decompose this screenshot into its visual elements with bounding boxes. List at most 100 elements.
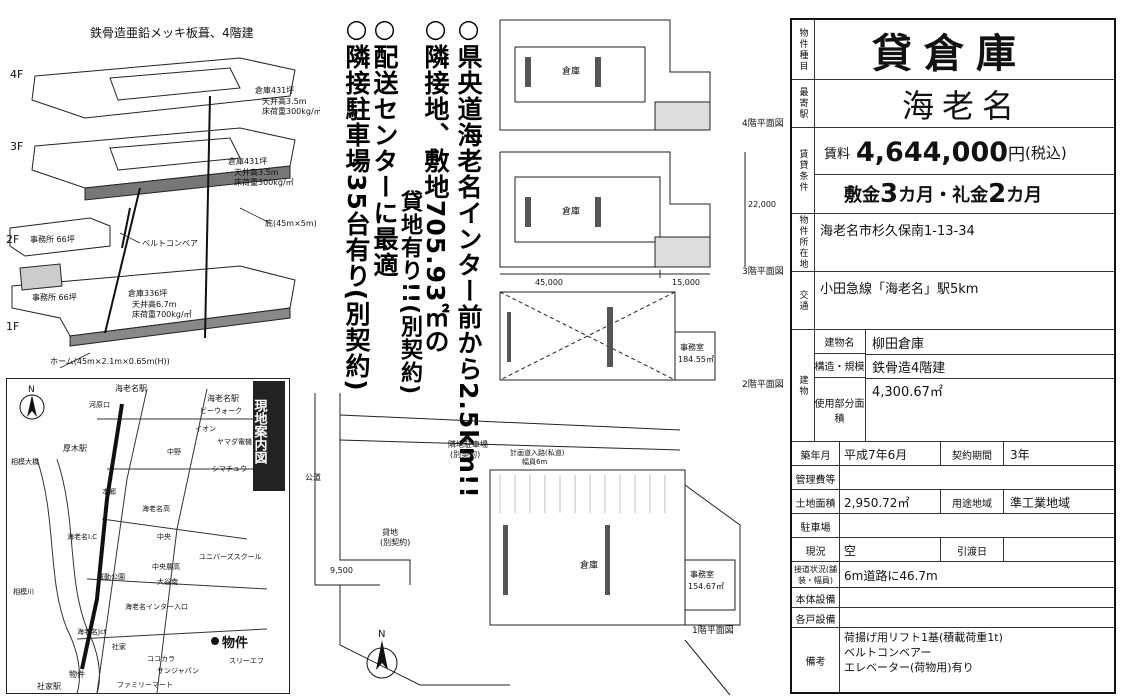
key-unit: カ月 [1006, 185, 1043, 206]
road-label: 接道状況(舗装・幅員) [792, 562, 840, 588]
iso-f4-note-1: 天井高3.5m [262, 96, 307, 106]
map-label-6: 厚木駅 [63, 443, 87, 453]
row-remarks: 備考 荷揚げ用リフト1基(積載荷重1t) ベルトコンベアー エレベーター(荷物用… [792, 628, 1114, 692]
location-value: 海老名市杉久保南1-13-34 [820, 223, 975, 239]
row-built: 築年月 平成7年6月 契約期間 3年 [792, 442, 1114, 466]
iso-platform: ホーム(45m×2.1m×0.65m(H)) [50, 357, 170, 366]
site-parking-sub: (別契約) [450, 449, 480, 459]
row-parking: 駐車場 [792, 514, 1114, 538]
map-label-2: ビーウォーク [200, 406, 242, 415]
map-label-18: 社家駅 [37, 681, 61, 691]
map-label-15: 海老名Jct [77, 627, 107, 636]
row-terms: 賃貸条件 賃料 4,644,000 円 (税込) 敷金 3 カ月・礼金 2 カ月 [792, 128, 1114, 214]
map-label-26: 社家 [112, 642, 126, 651]
map-label-9: 海老名I.C [67, 532, 97, 541]
plan-f1-title: 1階平面図 [692, 625, 734, 636]
site-plan-road: 計画道入路(私道) [510, 448, 565, 457]
iso-floor-1f: 1F [6, 320, 19, 333]
site-office: 事務室 [690, 569, 714, 579]
row-equip: 本体設備 [792, 588, 1114, 608]
rent-tax: (税込) [1025, 143, 1067, 162]
row-facility: 各戸設備 [792, 608, 1114, 628]
bname-label: 建物名 [814, 330, 866, 354]
site-dim-9500: 9,500 [330, 566, 353, 575]
iso-f1-office: 事務所 66坪 [32, 292, 77, 302]
headline-col-4: ○隣接駐車場35台有り(別契約) [342, 14, 371, 392]
road-value: 6m道路に46.7m [844, 568, 938, 583]
type-value: 貸倉庫 [872, 31, 1028, 77]
headline-col-3: ○配送センターに最適 [370, 14, 399, 278]
map-label-3: イオン [195, 425, 216, 433]
iso-f1-note-1: 天井高6.7m [132, 299, 177, 309]
location-label: 物件所在地 [792, 214, 815, 271]
station-value: 海老名 [902, 87, 1023, 125]
site-warehouse: 倉庫 [580, 559, 598, 571]
iso-f1-note-2: 床荷重700kg/㎡ [132, 309, 192, 319]
map-label-13: 海老名インター入口 [125, 602, 188, 611]
plan-f3-warehouse: 倉庫 [562, 205, 580, 217]
row-location: 物件所在地 海老名市杉久保南1-13-34 [792, 214, 1114, 272]
row-mgmt: 管理費等 [792, 466, 1114, 490]
rent-unit: 円 [1008, 144, 1026, 165]
map-north-arrow-icon [27, 395, 37, 417]
row-traffic: 交通 小田急線「海老名」駅5km [792, 272, 1114, 330]
iso-f3-note-1: 天井高3.5m [234, 167, 279, 177]
map-label-10: 中央農高 [152, 562, 180, 571]
plan-dim-v: 22,000 [748, 200, 776, 209]
iso-f4-note-2: 床荷重300kg/㎡ [262, 106, 320, 116]
handover-label: 引渡日 [940, 538, 1004, 562]
type-label: 物件種目 [792, 20, 815, 79]
mgmt-label: 管理費等 [792, 466, 840, 490]
map-label-4: ヤマダ電機 [217, 437, 252, 446]
iso-floor-4f: 4F [10, 68, 23, 81]
map-label-5: シマチュウ [212, 465, 247, 473]
remark-2: エレベーター(荷物用)有り [844, 661, 974, 674]
zone-value: 準工業地域 [1010, 495, 1071, 510]
map-svg: N 現地案内図 物件 海老名駅 海老名駅 ビーウォーク イオン ヤマダ電機 シマ… [11, 381, 285, 693]
row-road: 接道状況(舗装・幅員) 6m道路に46.7m [792, 562, 1114, 588]
map-label-8: 相模大橋 [11, 457, 39, 466]
headline-col-2: ○隣接地、敷地705.93㎡の [421, 14, 450, 355]
contract-value: 3年 [1010, 447, 1030, 462]
built-value: 平成7年6月 [844, 447, 908, 462]
iso-f2-office: 事務所 66坪 [30, 234, 75, 244]
isometric-drawing: 鉄骨造亜鉛メッキ板葺、4階建 4F 3 [0, 18, 320, 368]
built-label: 築年月 [792, 442, 840, 466]
map-label-22: 河原口 [89, 401, 110, 409]
struct-label: 構造・規模 [814, 354, 866, 378]
map-label-7: 海老名高 [142, 504, 170, 513]
property-sheet: 物件種目 貸倉庫 最寄駅 海老名 賃貸条件 賃料 4,644,000 円 (税込… [790, 18, 1116, 694]
deposit-months: 3 [880, 179, 899, 209]
status-label: 現況 [792, 538, 840, 562]
map-label-11: ユニバーズスクール [199, 552, 262, 561]
site-plan: 隣地駐車場 (別契約) 計画道入路(私道) 幅員6m 公道 貸地 (別契約) 9… [305, 393, 741, 696]
area-value: 4,300.67㎡ [872, 384, 943, 400]
rent-line: 賃料 4,644,000 円 (税込) [824, 130, 1067, 174]
plan-dim-15: 15,000 [672, 278, 700, 287]
headline-col-2b: 貸地有り!!(別契約) [397, 190, 422, 396]
remark-0: 荷揚げ用リフト1基(積載荷重1t) [844, 631, 1003, 644]
building-label: 建物 [792, 330, 815, 441]
floor-plans: 倉庫 倉庫 4階平面図 3階平面図 2階平面図 45,000 15,000 22… [499, 19, 784, 390]
facility-label: 各戸設備 [792, 608, 840, 628]
zone-label: 用途地域 [940, 490, 1004, 514]
map-target: 物件 [222, 635, 248, 651]
plan-f4-title: 4階平面図 [742, 118, 784, 129]
isometric-title: 鉄骨造亜鉛メッキ板葺、4階建 [90, 26, 254, 40]
iso-floor-3f: 3F [10, 140, 23, 153]
map-label-21: サンジャパン [157, 667, 199, 675]
deposit-mid: カ月・礼金 [898, 185, 989, 206]
parking-label: 駐車場 [792, 514, 840, 538]
location-map: N 現地案内図 物件 海老名駅 海老名駅 ビーウォーク イオン ヤマダ電機 シマ… [6, 378, 290, 694]
area-label: 使用部分面積 [814, 378, 866, 442]
equip-label: 本体設備 [792, 588, 840, 608]
terms-label: 賃貸条件 [792, 128, 815, 213]
map-label-14: 相模川 [13, 587, 34, 596]
iso-eaves: 庇(45m×5m) [265, 218, 317, 228]
plan-dim-45: 45,000 [535, 278, 563, 287]
site-plan-road-sub: 幅員6m [522, 457, 547, 466]
site-north-arrow-icon [376, 640, 388, 670]
map-label-20: ココカラ [147, 655, 175, 663]
traffic-label: 交通 [792, 272, 815, 329]
map-label-24: 本郷 [102, 487, 116, 496]
